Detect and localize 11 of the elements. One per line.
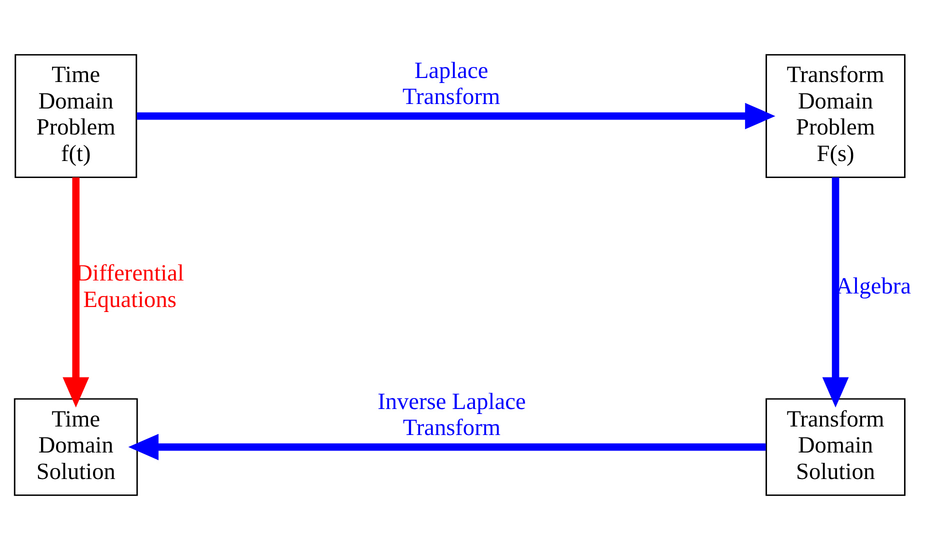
node-box: Transform Domain Solution [766,398,906,496]
node-box: Time Domain Problem f(t) [14,54,138,178]
node-box: Transform Domain Problem F(s) [766,54,906,178]
edge-label: Inverse Laplace Transform [378,388,526,442]
arrow [62,177,90,408]
edge-label: Algebra [836,274,911,300]
node-box: Time Domain Solution [14,398,138,496]
arrow [128,434,766,460]
arrow [136,102,776,130]
edge-label: Laplace Transform [402,58,500,110]
arrow [822,177,849,408]
